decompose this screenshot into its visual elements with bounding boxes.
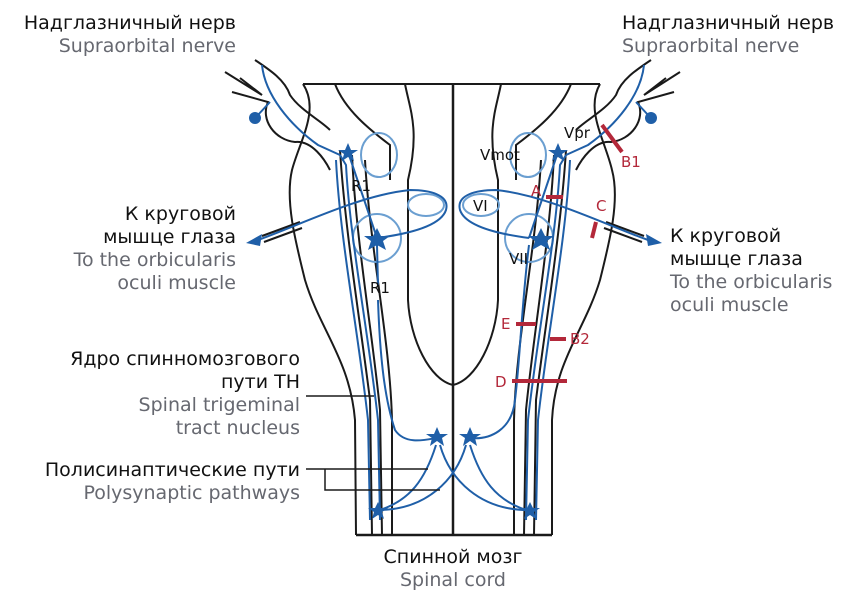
left-descending-tract-1 (339, 154, 381, 521)
right-facial-loop (458, 188, 649, 241)
right-outer-contour (551, 83, 616, 535)
supraorbital-left-en: Supraorbital nerve (58, 35, 236, 57)
orbicularis-left-en-1: To the orbicularis (73, 249, 236, 271)
spinal-trigeminal-label: Ядро спинномозгового пути ТН Spinal trig… (0, 348, 300, 440)
lesion-d-label: D (495, 373, 507, 391)
polysynaptic-en: Polysynaptic pathways (83, 482, 300, 504)
neuron-stars (338, 143, 568, 519)
orbicularis-label-left: К круговой мышце глаза To the orbiculari… (0, 203, 236, 295)
right-r1-path (528, 151, 559, 239)
left-motor-neuron (368, 502, 388, 519)
lesion-a-label: A (531, 182, 542, 200)
right-descending-tract-2 (535, 159, 571, 521)
orbicularis-right-ru-1: К круговой (670, 225, 782, 247)
vii-label: VII (509, 250, 528, 268)
right-vmot-nucleus (509, 132, 547, 178)
left-outer-contour (288, 83, 357, 536)
right-trigeminal-upper (575, 59, 652, 131)
left-r2-path-upper (376, 244, 379, 286)
left-trigeminal-ganglion (249, 112, 261, 124)
spinal-cord-en: Spinal cord (399, 569, 506, 591)
right-spinal-path (469, 244, 530, 440)
orbicularis-left-en-2: oculi muscle (117, 272, 236, 294)
orbicularis-right-en-2: oculi muscle (670, 294, 789, 316)
supraorbital-left-ru: Надглазничный нерв (23, 12, 236, 34)
left-upper-fold (334, 83, 391, 180)
right-vpr-neuron (548, 143, 568, 161)
right-trigeminal-root (575, 71, 681, 171)
right-facial-exit-1 (605, 221, 645, 237)
r1-lower-label: R1 (370, 279, 390, 297)
left-facial-loop (257, 188, 448, 241)
vi-label: VI (473, 197, 488, 215)
callout-lines (306, 395, 440, 491)
left-r1-path (347, 151, 378, 239)
spinal-trigeminal-ru-1: Ядро спинномозгового (70, 348, 300, 370)
left-inner-column-3 (364, 159, 393, 535)
spinal-trigeminal-ru-2: пути ТН (220, 371, 300, 393)
left-vi-nucleus (407, 193, 445, 217)
right-trigeminal-ganglion (645, 112, 657, 124)
spinal-cord-label: Спинной мозг Spinal cord (353, 546, 553, 592)
left-trigeminal-upper (254, 59, 331, 131)
right-arrow-head (646, 234, 662, 246)
orbicularis-left-ru-1: К круговой (124, 203, 236, 225)
spinal-trigeminal-en-1: Spinal trigeminal (138, 394, 300, 416)
orbicularis-right-en-1: To the orbicularis (670, 271, 833, 293)
orbicularis-right-ru-2: мышце глаза (670, 248, 803, 270)
supraorbital-label-right: Надглазничный нерв Supraorbital nerve (622, 12, 834, 58)
orbicularis-label-right: К круговой мышце глаза To the orbiculari… (670, 225, 832, 317)
left-polysynaptic-1 (379, 444, 437, 511)
right-polysynaptic-1 (469, 444, 527, 511)
supraorbital-label-left: Надглазничный нерв Supraorbital nerve (0, 12, 236, 58)
left-inner-column-1 (339, 149, 373, 536)
vmot-label: Vmot (480, 146, 520, 164)
left-inner-column-2 (351, 154, 383, 536)
spinal-trigeminal-en-2: tract nucleus (175, 417, 300, 439)
left-facial-exit-1 (261, 221, 301, 237)
polysynaptic-callout-2 (324, 469, 440, 491)
left-vii-neuron (364, 228, 390, 250)
right-inner-column-2 (523, 154, 555, 536)
r1-upper-label: R1 (351, 177, 371, 195)
right-spinal-neuron (459, 427, 481, 446)
left-trigeminal-root (224, 71, 331, 171)
lesion-b1-label: B1 (621, 153, 641, 171)
orbicularis-left-ru-2: мышце глаза (103, 226, 236, 248)
right-vi-nucleus (462, 193, 500, 217)
right-supraorbital-nerve (565, 64, 645, 156)
lesion-c-mark (590, 221, 598, 239)
left-descending-tract-2 (335, 159, 371, 521)
right-motor-neuron (520, 502, 540, 519)
supraorbital-right-ru: Надглазничный нерв (622, 12, 835, 34)
left-ganglion-branch (256, 101, 271, 117)
right-vii-neuron (528, 228, 554, 250)
brainstem-outline (224, 59, 681, 537)
polysynaptic-label: Полисинаптические пути Polysynaptic path… (0, 459, 300, 505)
right-ganglion-branch (635, 101, 650, 117)
left-spinal-path (377, 299, 437, 442)
lesion-b2-label: B2 (570, 330, 590, 348)
lesion-marks (512, 123, 624, 383)
polysynaptic-ru: Полисинаптические пути (44, 459, 300, 481)
left-supraorbital-nerve (261, 64, 341, 156)
vpr-label: Vpr (564, 124, 591, 142)
supraorbital-right-en: Supraorbital nerve (622, 35, 800, 57)
left-vpr-neuron (338, 143, 358, 161)
fourth-ventricle (404, 83, 502, 387)
left-vmot-nucleus (360, 132, 398, 178)
right-upper-fold (515, 83, 572, 180)
lesion-b1-mark (600, 123, 624, 154)
lesion-c-label: C (596, 197, 606, 215)
spinal-cord-ru: Спинной мозг (383, 546, 523, 568)
left-facial-exit-2 (263, 227, 303, 243)
right-descending-tract-1 (525, 154, 567, 521)
left-polysynaptic-cross (439, 444, 529, 511)
lesion-e-label: E (501, 315, 510, 333)
left-arrow-head (246, 234, 262, 246)
left-spinal-neuron (426, 427, 448, 446)
right-facial-exit-2 (603, 227, 643, 243)
